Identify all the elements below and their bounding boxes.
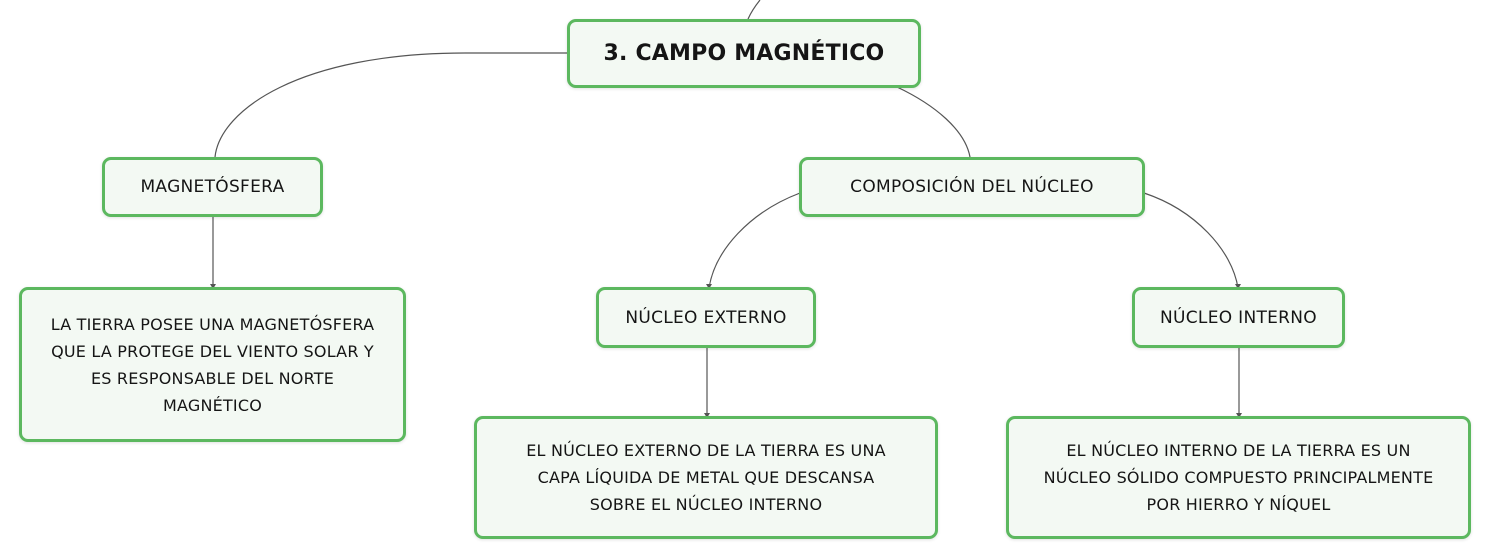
text-line: EL NÚCLEO INTERNO DE LA TIERRA ES UN: [1066, 441, 1411, 460]
connector-root-to-magnetosfera: [214, 52, 569, 158]
text-line: CAPA LÍQUIDA DE METAL QUE DESCANSA: [537, 468, 875, 487]
text-line: ES RESPONSABLE DEL NORTE: [90, 368, 335, 388]
node-nucleo-externo[interactable]: NÚCLEO EXTERNO: [596, 287, 816, 348]
connector-root-to-composicion: [896, 86, 971, 158]
node-nucleo-externo-label: NÚCLEO EXTERNO: [625, 307, 787, 328]
node-composicion-label: COMPOSICIÓN DEL NÚCLEO: [850, 177, 1094, 197]
text-line: NÚCLEO SÓLIDO COMPUESTO PRINCIPALMENTE: [1043, 468, 1434, 487]
node-nucleo-interno-label: NÚCLEO INTERNO: [1160, 307, 1317, 328]
text-line: MAGNÉTICO: [162, 395, 262, 415]
text-line: POR HIERRO Y NÍQUEL: [1146, 495, 1331, 514]
node-nucleo-interno[interactable]: NÚCLEO INTERNO: [1132, 287, 1345, 348]
text-line: QUE LA PROTEGE DEL VIENTO SOLAR Y: [51, 341, 374, 361]
node-composicion-del-nucleo[interactable]: COMPOSICIÓN DEL NÚCLEO: [799, 157, 1145, 217]
node-nucleo-externo-description[interactable]: EL NÚCLEO EXTERNO DE LA TIERRA ES UNA CA…: [474, 416, 938, 539]
arrowhead-externo-text: [704, 413, 710, 418]
node-magnetosfera[interactable]: MAGNETÓSFERA: [102, 157, 323, 217]
connector-parent-to-root: [747, 0, 761, 20]
root-node-label: 3. CAMPO MAGNÉTICO: [603, 41, 885, 66]
node-magnetosfera-label: MAGNETÓSFERA: [140, 177, 285, 197]
connector-composicion-to-interno: [1143, 192, 1239, 289]
text-line: LA TIERRA POSEE UNA MAGNETÓSFERA: [50, 314, 375, 334]
arrowhead-interno-text: [1236, 413, 1242, 418]
arrowhead-externo: [706, 284, 712, 289]
node-nucleo-interno-description[interactable]: EL NÚCLEO INTERNO DE LA TIERRA ES UN NÚC…: [1006, 416, 1471, 539]
arrowhead-magnetosfera-text: [210, 284, 216, 289]
connector-composicion-to-externo: [708, 192, 801, 289]
text-line: SOBRE EL NÚCLEO INTERNO: [589, 495, 823, 514]
root-node-campo-magnetico[interactable]: 3. CAMPO MAGNÉTICO: [567, 19, 921, 88]
node-magnetosfera-description[interactable]: LA TIERRA POSEE UNA MAGNETÓSFERA QUE LA …: [19, 287, 406, 442]
text-line: EL NÚCLEO EXTERNO DE LA TIERRA ES UNA: [526, 441, 886, 460]
arrowhead-interno: [1235, 284, 1241, 289]
